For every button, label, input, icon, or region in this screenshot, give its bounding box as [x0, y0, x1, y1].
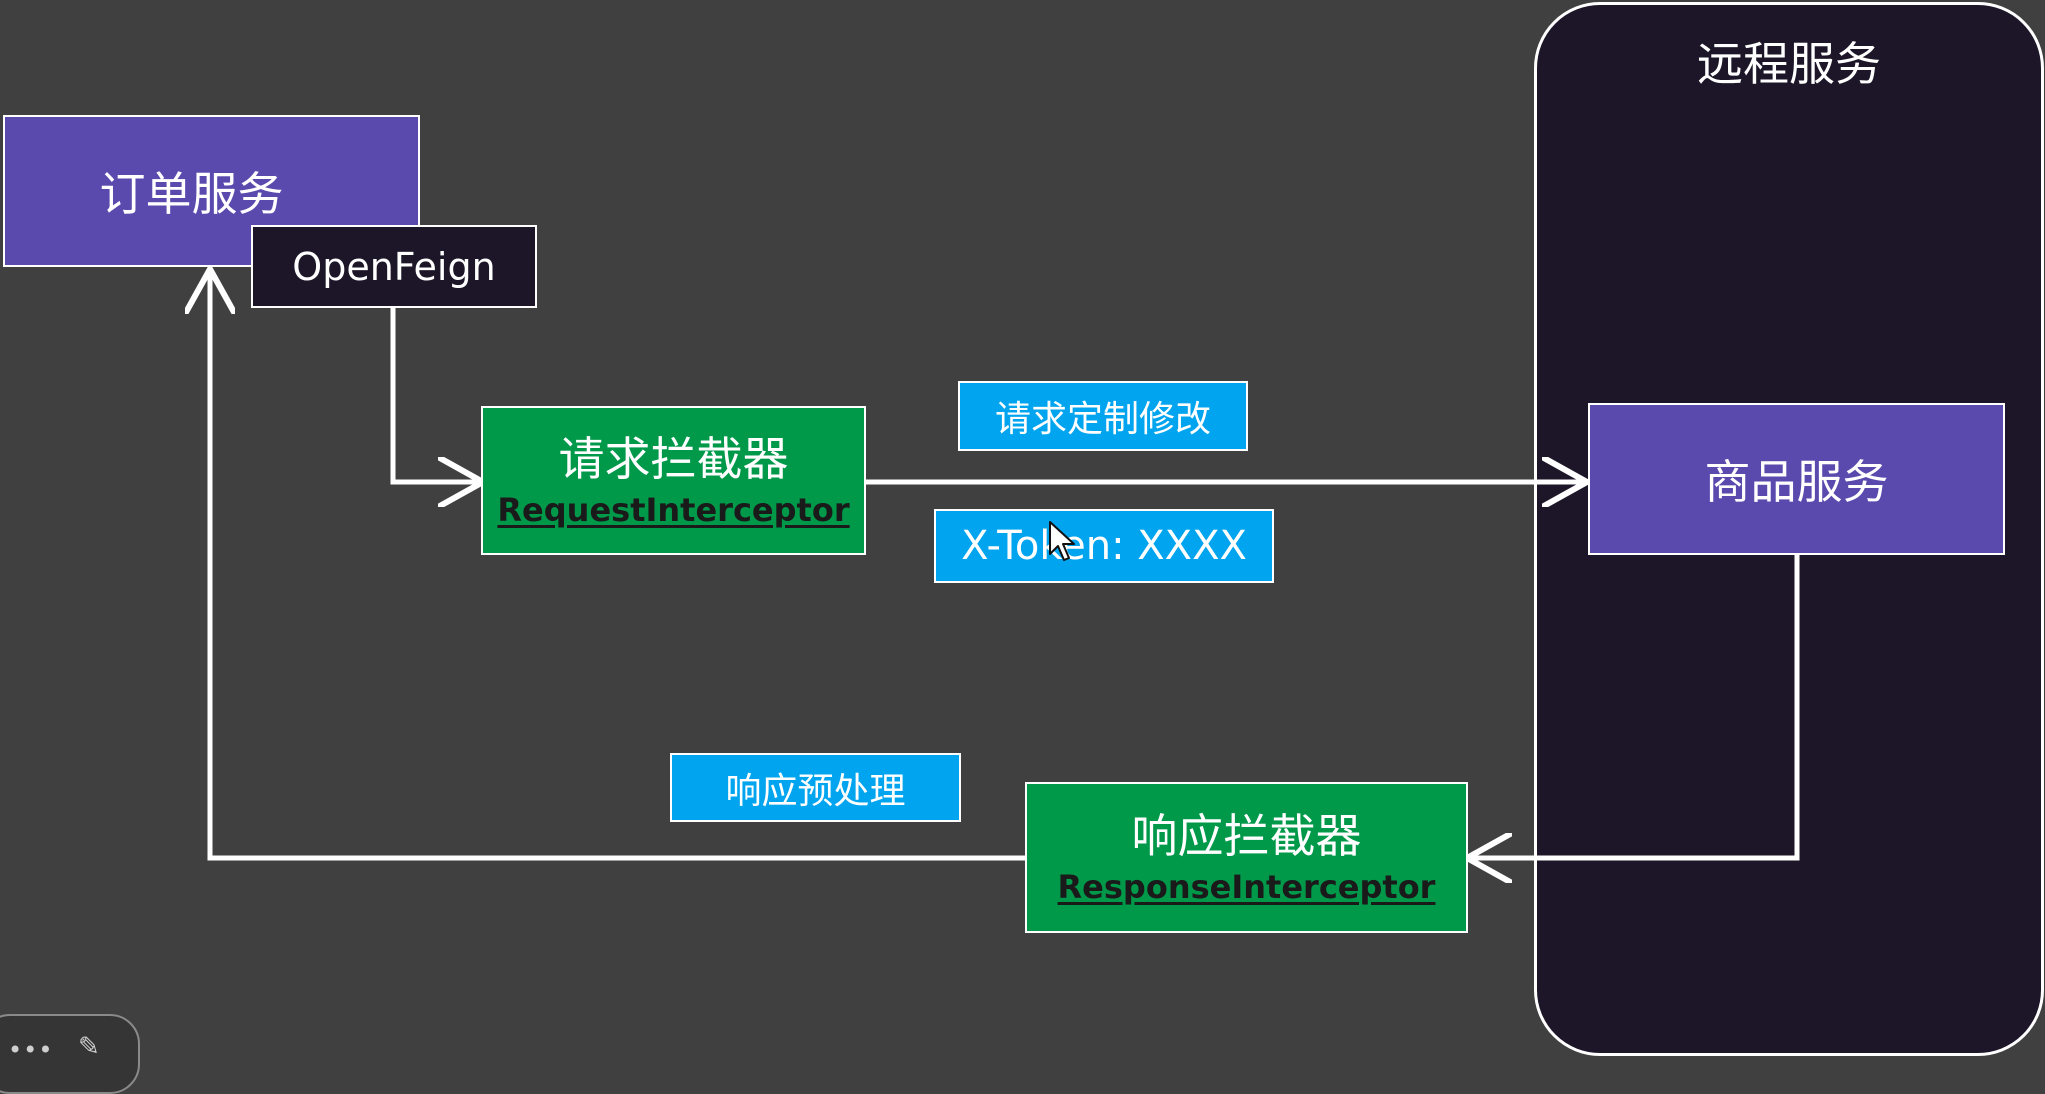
- product-service-label: 商品服务: [1704, 455, 1889, 509]
- openfeign-label: OpenFeign: [292, 244, 496, 289]
- request-customize-label: 请求定制修改: [994, 399, 1211, 440]
- more-dots-icon[interactable]: •••: [8, 1036, 54, 1064]
- mouse-pointer-icon: [1049, 521, 1075, 561]
- request-interceptor-subtitle: RequestInterceptor: [497, 491, 850, 530]
- openfeign-box: OpenFeign: [251, 225, 537, 308]
- token-label: X-Token: XXXX: [961, 523, 1247, 569]
- remote-service-title: 远程服务: [1697, 37, 1881, 91]
- pen-icon[interactable]: ✎: [78, 1032, 100, 1062]
- product-to-response-arrow: [1472, 555, 1800, 858]
- request-interceptor-box: 请求拦截器 RequestInterceptor: [481, 406, 866, 555]
- response-preprocess-label: 响应预处理: [725, 770, 906, 812]
- response-preprocess-note: 响应预处理: [670, 753, 961, 822]
- response-interceptor-subtitle: ResponseInterceptor: [1057, 868, 1436, 907]
- order-service-box: 订单服务: [3, 115, 420, 267]
- openfeign-to-request-arrow: [390, 306, 478, 482]
- flow-arrows: [0, 0, 1800, 1058]
- response-to-order-arrow: [210, 274, 1025, 861]
- response-interceptor-title: 响应拦截器: [1131, 808, 1362, 863]
- request-customize-note: 请求定制修改: [958, 381, 1248, 451]
- token-note: X-Token: XXXX: [934, 509, 1274, 583]
- response-interceptor-box: 响应拦截器 ResponseInterceptor: [1025, 782, 1468, 933]
- order-service-label: 订单服务: [99, 167, 284, 221]
- product-service-box: 商品服务: [1588, 403, 2005, 555]
- request-interceptor-title: 请求拦截器: [558, 431, 789, 486]
